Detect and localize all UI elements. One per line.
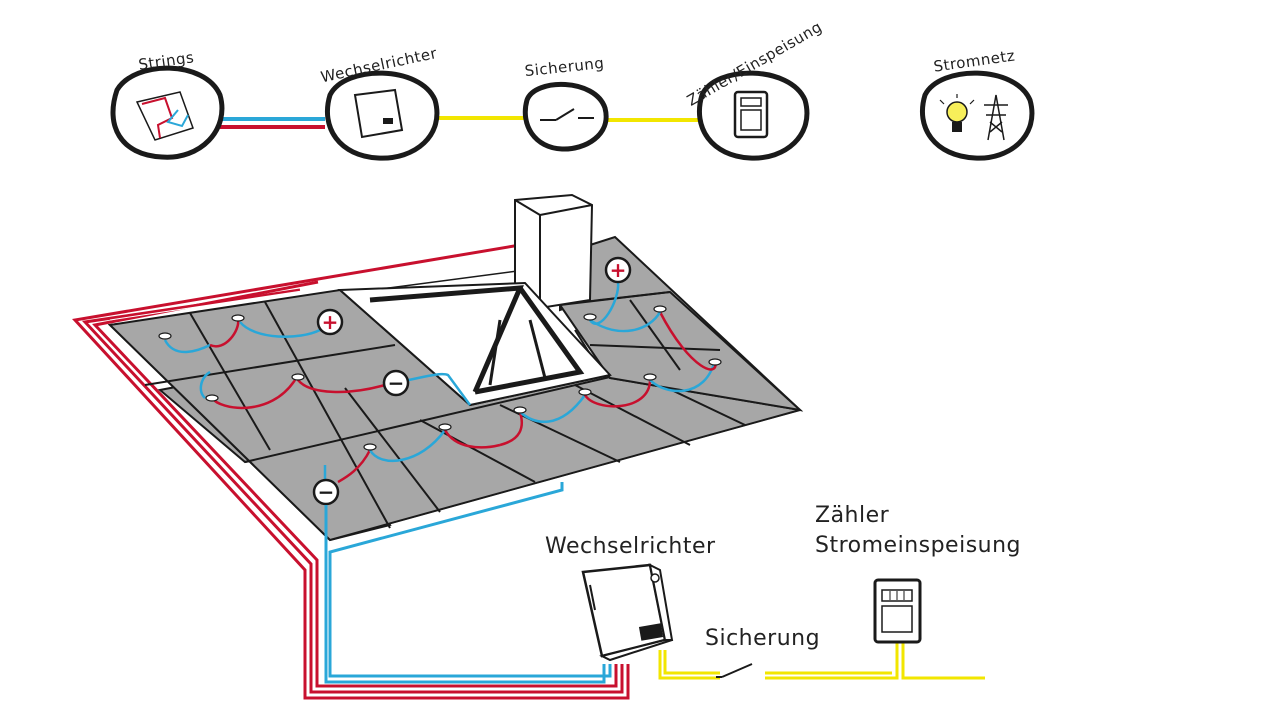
- light-bulb-icon: [939, 94, 975, 132]
- meter-icon: [733, 90, 769, 139]
- terminal-minus-bottom: −: [312, 478, 340, 506]
- junction-boxes: [158, 305, 722, 451]
- terminal-minus-middle: −: [382, 369, 410, 397]
- flow-connectors: [220, 116, 698, 129]
- minus-symbol: −: [318, 480, 335, 504]
- meter-device: [873, 578, 922, 644]
- inverter-label: Wechselrichter: [545, 534, 716, 559]
- meter-label-line2: Stromeinspeisung: [815, 533, 1021, 558]
- inverter-device: [581, 563, 674, 662]
- flow-node-meter: Zähler/Einspeisung: [684, 18, 825, 161]
- flow-node-inverter: Wechselrichter: [319, 44, 440, 161]
- dc-negative-cable: [324, 482, 612, 684]
- switch-icon: [540, 108, 594, 121]
- fuse-switch: [716, 663, 753, 678]
- terminal-plus-right: +: [604, 256, 632, 284]
- fuse-label: Sicherung: [705, 626, 820, 651]
- plus-symbol: +: [322, 310, 339, 334]
- strings-icon: [135, 91, 194, 141]
- flow-label-fuse: Sicherung: [524, 54, 605, 80]
- inverter-icon: [353, 88, 404, 139]
- flow-node-fuse: Sicherung: [522, 54, 609, 152]
- plus-symbol: +: [610, 258, 627, 282]
- terminal-plus-left: +: [316, 308, 344, 336]
- meter-label-line1: Zähler: [815, 503, 890, 528]
- flow-node-strings: Strings: [110, 48, 225, 160]
- roof-window: [337, 281, 612, 407]
- minus-symbol: −: [388, 371, 405, 395]
- ac-line: [658, 642, 985, 680]
- flow-node-grid: Stromnetz: [919, 46, 1035, 161]
- power-pylon-icon: [984, 94, 1008, 141]
